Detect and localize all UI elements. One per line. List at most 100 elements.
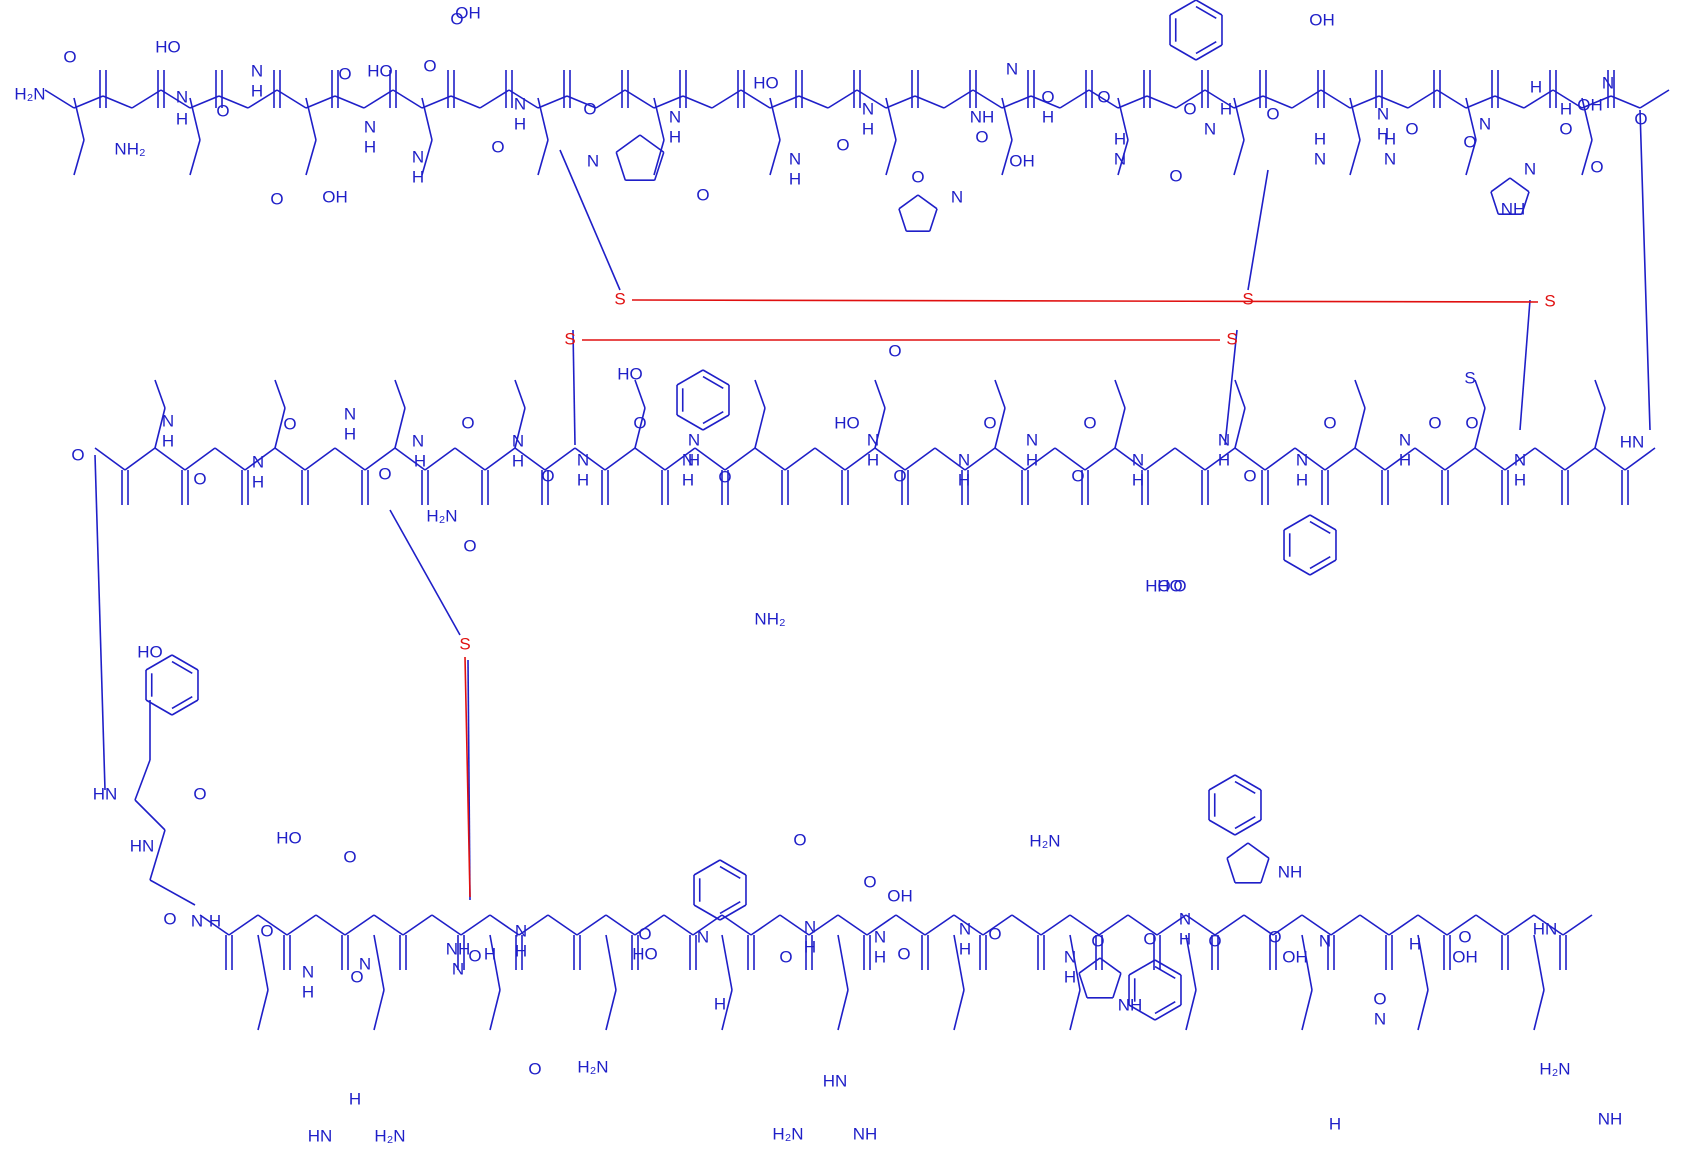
bond: [917, 194, 938, 210]
bond: [1128, 959, 1156, 976]
atom-label: N: [252, 452, 264, 471]
atom-label: N: [1006, 59, 1018, 78]
bond: [1114, 447, 1146, 471]
atom-label: O: [1428, 413, 1441, 432]
bond: [1247, 169, 1269, 291]
sulfur-atom-label: S: [564, 329, 575, 348]
atom-label: N: [302, 962, 314, 981]
bond: [1444, 447, 1476, 471]
bond: [1581, 139, 1593, 176]
bond: [898, 208, 908, 232]
bond: [218, 95, 249, 109]
bond: [779, 914, 810, 936]
bond: [844, 447, 876, 471]
atom-label: O: [1559, 119, 1572, 138]
atom-label: H: [414, 451, 426, 470]
bond: [559, 149, 621, 291]
bond: [1169, 44, 1197, 61]
disulfide-bond: [464, 656, 471, 898]
bond: [1639, 109, 1651, 431]
atom-label: O: [71, 445, 84, 464]
bond: [769, 139, 781, 176]
bond: [1474, 447, 1506, 471]
bond: [537, 95, 568, 109]
bond: [421, 97, 433, 141]
bond: [702, 414, 730, 431]
bond: [1301, 934, 1313, 991]
atom-label: N: [587, 151, 599, 170]
atom-label: H: [1409, 934, 1421, 953]
atom-label: N: [1114, 149, 1126, 168]
bond: [874, 379, 886, 409]
atom-label: O: [350, 967, 363, 986]
bond: [1195, 41, 1217, 55]
bond: [1226, 842, 1249, 859]
atom-label: N: [191, 911, 203, 930]
bond: [719, 901, 741, 915]
bond: [837, 914, 868, 936]
bond: [1465, 97, 1477, 141]
bond: [1128, 1004, 1156, 1021]
bond: [171, 660, 193, 674]
atom-label: N: [804, 917, 816, 936]
atom-label: NH: [970, 107, 995, 126]
bond: [373, 914, 404, 936]
bond: [1154, 965, 1176, 979]
bond: [972, 89, 1003, 109]
bond: [454, 447, 486, 471]
bond: [1581, 95, 1612, 109]
atom-label: N: [1064, 947, 1076, 966]
atom-label: O: [975, 127, 988, 146]
bond: [693, 904, 721, 921]
atom-label: H₂N: [426, 506, 457, 525]
bond: [721, 914, 752, 936]
atom-label: N: [697, 927, 709, 946]
atom-label: O: [378, 464, 391, 483]
bond: [1594, 407, 1606, 449]
atom-label: H: [789, 169, 801, 188]
atom-label: H: [162, 431, 174, 450]
atom-label: H: [682, 470, 694, 489]
atom-label: HO: [1157, 576, 1183, 595]
bond: [615, 152, 627, 181]
bond: [634, 914, 665, 936]
atom-label: O: [193, 469, 206, 488]
atom-label: N: [162, 411, 174, 430]
bond: [394, 447, 426, 471]
atom-label: H: [1314, 129, 1326, 148]
bond: [1144, 447, 1176, 471]
bond: [676, 414, 704, 431]
bond: [895, 914, 926, 936]
bond: [1581, 97, 1593, 141]
bond: [1533, 914, 1564, 936]
bond: [634, 447, 666, 471]
bond: [1349, 97, 1361, 141]
atom-label: HO: [617, 364, 643, 383]
bond: [615, 134, 641, 153]
bond: [1234, 379, 1246, 409]
bond: [73, 95, 104, 109]
bond: [604, 447, 636, 471]
bond: [898, 194, 919, 210]
atom-label: N: [577, 450, 589, 469]
atom-label: O: [1458, 927, 1471, 946]
bond: [257, 989, 269, 1031]
atom-label: N: [1479, 114, 1491, 133]
bond: [184, 447, 216, 471]
bond: [1324, 447, 1356, 471]
atom-label: OH: [1309, 10, 1335, 29]
bond: [1204, 447, 1236, 471]
bond: [305, 139, 317, 176]
bond: [257, 934, 269, 991]
bond: [1088, 89, 1119, 109]
bond: [274, 447, 306, 471]
bond: [634, 379, 646, 409]
atom-label: N: [1132, 450, 1144, 469]
bond: [1262, 95, 1293, 109]
atom-label: O: [911, 167, 924, 186]
bond: [694, 447, 726, 471]
bond: [274, 407, 286, 449]
atom-label: O: [1183, 99, 1196, 118]
bond: [664, 447, 696, 471]
